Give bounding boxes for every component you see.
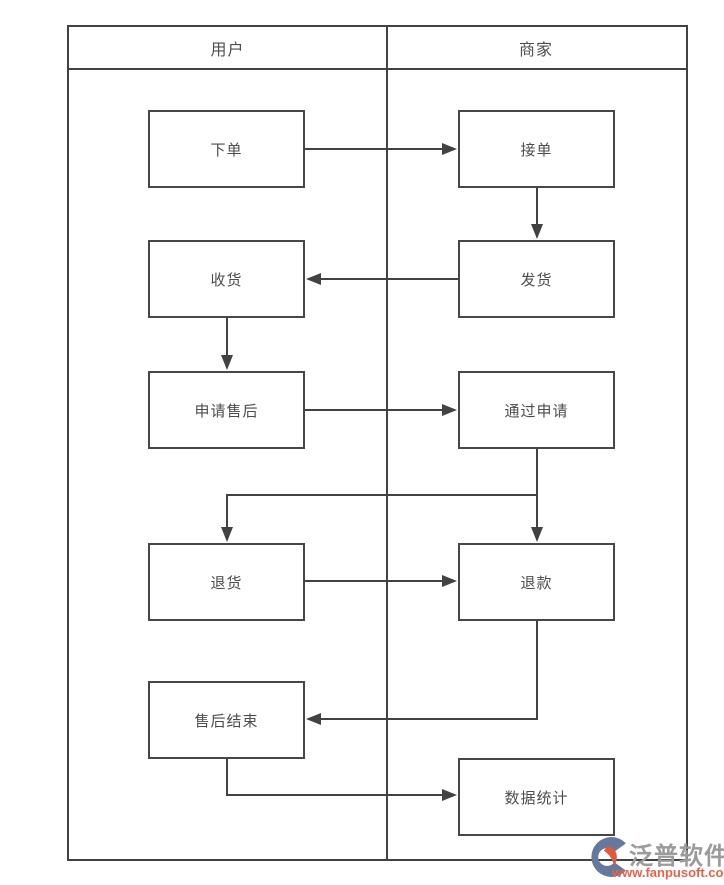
lane-header-merchant: 商家: [518, 41, 553, 59]
node-return-goods: 退货: [148, 543, 305, 621]
watermark: 泛普软件 www.fanpusoft.com: [586, 834, 724, 884]
lane-header-row: 用户 商家: [69, 27, 686, 70]
watermark-url-text: www.fanpusoft.com: [612, 865, 724, 880]
node-receive-goods: 收货: [148, 240, 305, 318]
fanpu-logo-icon: [591, 837, 626, 877]
node-ship-goods: 发货: [458, 240, 615, 318]
node-aftersales-end: 售后结束: [148, 681, 305, 759]
node-apply-aftersales: 申请售后: [148, 371, 305, 449]
node-refund: 退款: [458, 543, 615, 621]
node-accept-order: 接单: [458, 110, 615, 188]
swimlane-frame: 用户 商家: [67, 25, 688, 861]
watermark-brand-text: 泛普软件: [629, 843, 724, 870]
lane-divider: [386, 27, 388, 859]
lane-header-user: 用户: [210, 41, 245, 59]
node-place-order: 下单: [148, 110, 305, 188]
node-approve-application: 通过申请: [458, 371, 615, 449]
node-data-statistics: 数据统计: [458, 758, 615, 836]
